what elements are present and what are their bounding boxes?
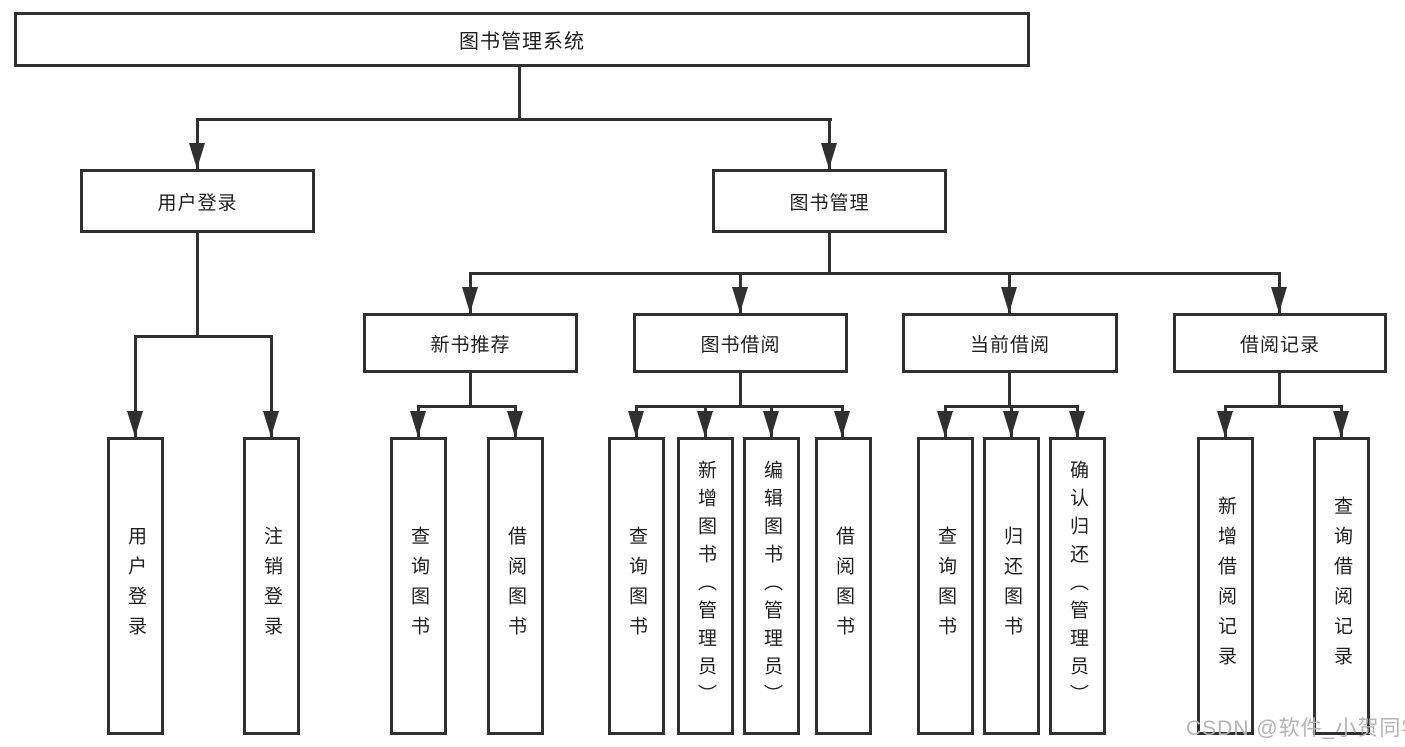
node-borrowing-records: 借阅记录 [1173,313,1387,373]
arrowhead [462,287,478,313]
arrowhead [834,411,850,437]
arrowhead [127,411,143,437]
arrowhead [1069,411,1085,437]
connector-line [134,335,137,437]
node-current-borrowing: 当前借阅 [902,313,1118,373]
leaf-edit-books-admin: 编辑图书（管理员） [743,437,800,735]
leaf-add-books-admin: 新增图书（管理员） [677,437,734,735]
arrowhead [763,411,779,437]
connector-line [270,335,273,437]
arrowhead [937,411,953,437]
connector-line [134,335,273,338]
node-new-book-recommendation: 新书推荐 [363,313,578,373]
leaf-add-borrow-record: 新增借阅记录 [1197,437,1254,735]
node-book-borrowing: 图书借阅 [633,313,848,373]
arrowhead [821,143,837,169]
arrowhead [1001,287,1017,313]
leaf-query-borrow-record: 查询借阅记录 [1313,437,1370,735]
arrowhead [1003,411,1019,437]
arrowhead [410,411,426,437]
csdn-watermark: CSDN @软件_小贺同学 [1186,717,1405,740]
leaf-query-books-current: 查询图书 [917,437,974,735]
leaf-return-books: 归还图书 [983,437,1040,735]
connector-line [635,405,844,408]
connector-line [1008,373,1011,405]
connector-line [196,118,832,121]
arrowhead [1217,411,1233,437]
connector-line [518,67,521,118]
connector-line [417,405,516,408]
arrowhead [507,411,523,437]
arrowhead [628,411,644,437]
leaf-user-login: 用户登录 [107,437,164,735]
node-root: 图书管理系统 [14,12,1030,67]
arrowhead [697,411,713,437]
connector-line [469,373,472,405]
connector-line [739,373,742,405]
connector-line [1278,373,1281,405]
arrowhead [189,143,205,169]
arrowhead [732,287,748,313]
leaf-query-books-recommend: 查询图书 [390,437,447,735]
arrowhead [263,411,279,437]
node-user-login: 用户登录 [80,169,315,233]
arrowhead [1271,287,1287,313]
connector-line [469,272,1281,275]
leaf-confirm-return-admin: 确认归还（管理员） [1049,437,1106,735]
leaf-borrow-books-borrowing: 借阅图书 [815,437,872,735]
connector-line [1224,405,1343,408]
connector-line [196,233,199,335]
connector-line [828,233,831,272]
leaf-borrow-books-recommend: 借阅图书 [487,437,544,735]
arrowhead [1333,411,1349,437]
leaf-query-books-borrowing: 查询图书 [608,437,665,735]
node-book-management: 图书管理 [712,169,947,233]
leaf-logout: 注销登录 [243,437,300,735]
